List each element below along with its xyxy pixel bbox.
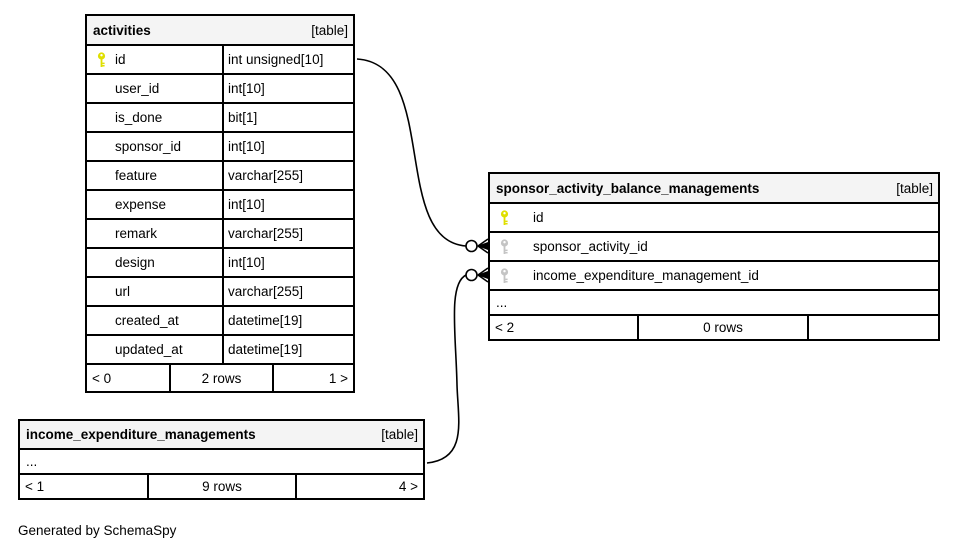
crowsfoot-prong — [477, 245, 489, 254]
hidden-columns-ellipsis: ... — [20, 448, 423, 473]
footer-prev-count: < 0 — [92, 370, 112, 386]
hidden-columns-ellipsis: ... — [490, 289, 938, 314]
column-name: created_at — [115, 313, 179, 328]
fk-curve — [356, 58, 467, 247]
column-name-cell: remark — [87, 220, 222, 247]
crowsfoot-prong — [477, 267, 489, 276]
table-type-tag: [table] — [381, 427, 418, 442]
column-name: feature — [115, 168, 158, 183]
table-title: sponsor_activity_balance_managements — [496, 180, 760, 196]
column-name: expense — [115, 197, 167, 212]
crowsfoot-prong — [477, 238, 489, 247]
column-row-income-expenditure-management-id: income_expenditure_management_id — [490, 260, 938, 289]
column-name-cell: url — [87, 278, 222, 305]
table-header-iem[interactable]: income_expenditure_managements [table] — [20, 421, 423, 448]
column-name-cell: design — [87, 249, 222, 276]
footer-row-count: 9 rows — [147, 475, 295, 498]
column-name-cell: sponsor_id — [87, 133, 222, 160]
footer-next-count — [807, 316, 938, 339]
primary-key-icon — [96, 51, 108, 68]
column-name: sponsor_activity_id — [533, 239, 648, 254]
column-type: varchar[255] — [222, 278, 353, 305]
cardinality-circle-icon — [465, 239, 478, 253]
column-name-cell: created_at — [87, 307, 222, 334]
column-type: datetime[19] — [222, 336, 353, 363]
column-row-sponsor-id: sponsor_id int[10] — [87, 131, 353, 160]
column-name: updated_at — [115, 342, 183, 357]
column-name: id — [115, 52, 126, 67]
footer-row-count: 0 rows — [637, 316, 807, 339]
column-row-id: id int unsigned[10] — [87, 44, 353, 73]
column-type: bit[1] — [222, 104, 353, 131]
column-type: varchar[255] — [222, 220, 353, 247]
column-name-cell: updated_at — [87, 336, 222, 363]
table-footer: < 0 2 rows 1 > — [87, 363, 353, 391]
table-type-tag: [table] — [311, 22, 348, 38]
column-name-cell: sponsor_activity_id — [490, 233, 938, 260]
footer-row-count: 2 rows — [169, 365, 272, 391]
column-row-id: id — [490, 202, 938, 231]
column-name-cell: feature — [87, 162, 222, 189]
table-title: activities — [93, 22, 151, 38]
column-name: remark — [115, 226, 158, 241]
table-income-expenditure-managements: income_expenditure_managements [table] .… — [18, 419, 425, 500]
cardinality-circle-icon — [465, 268, 478, 282]
crowsfoot-prong — [477, 274, 489, 283]
crowsfoot-arrow-icon — [477, 242, 488, 250]
column-type: int[10] — [222, 133, 353, 160]
foreign-key-icon — [499, 267, 511, 284]
column-name: url — [115, 284, 131, 299]
foreign-key-icon — [499, 238, 511, 255]
generator-note: Generated by SchemaSpy — [18, 523, 177, 538]
column-row-created-at: created_at datetime[19] — [87, 305, 353, 334]
table-footer: < 1 9 rows 4 > — [20, 473, 423, 498]
table-activities: activities [table] id int unsigned[10] u… — [85, 14, 355, 393]
column-type: varchar[255] — [222, 162, 353, 189]
primary-key-icon — [499, 209, 511, 226]
footer-prev-count: < 2 — [495, 320, 515, 335]
table-type-tag: [table] — [896, 180, 933, 196]
column-type: int unsigned[10] — [222, 46, 353, 73]
column-name: user_id — [115, 81, 160, 96]
column-row-updated-at: updated_at datetime[19] — [87, 334, 353, 363]
column-name: sponsor_id — [115, 139, 182, 154]
column-name-cell: expense — [87, 191, 222, 218]
column-row-user-id: user_id int[10] — [87, 73, 353, 102]
column-row-is-done: is_done bit[1] — [87, 102, 353, 131]
column-name: income_expenditure_management_id — [533, 268, 759, 283]
column-row-sponsor-activity-id: sponsor_activity_id — [490, 231, 938, 260]
column-name: design — [115, 255, 155, 270]
column-name-cell: id — [87, 46, 222, 73]
table-footer: < 2 0 rows — [490, 314, 938, 339]
column-name-cell: id — [490, 204, 938, 231]
fk-connector-iem-to-sabm — [426, 267, 489, 464]
column-row-expense: expense int[10] — [87, 189, 353, 218]
column-row-design: design int[10] — [87, 247, 353, 276]
column-name: id — [533, 210, 544, 225]
column-type: int[10] — [222, 249, 353, 276]
footer-prev-count: < 1 — [25, 479, 45, 494]
fk-connector-activities-to-sabm — [356, 58, 489, 254]
column-name-cell: income_expenditure_management_id — [490, 262, 938, 289]
column-row-remark: remark varchar[255] — [87, 218, 353, 247]
column-type: int[10] — [222, 75, 353, 102]
column-name-cell: is_done — [87, 104, 222, 131]
fk-curve — [426, 274, 467, 464]
crowsfoot-arrow-icon — [477, 271, 488, 279]
column-name: is_done — [115, 110, 163, 125]
footer-next-count: 1 > — [272, 365, 353, 391]
footer-next-count: 4 > — [295, 475, 423, 498]
column-row-url: url varchar[255] — [87, 276, 353, 305]
column-type: datetime[19] — [222, 307, 353, 334]
table-header-activities[interactable]: activities [table] — [87, 16, 353, 44]
table-title: income_expenditure_managements — [26, 427, 256, 442]
column-name-cell: user_id — [87, 75, 222, 102]
table-sponsor-activity-balance-managements: sponsor_activity_balance_managements [ta… — [488, 172, 940, 341]
column-row-feature: feature varchar[255] — [87, 160, 353, 189]
column-type: int[10] — [222, 191, 353, 218]
table-header-sabm[interactable]: sponsor_activity_balance_managements [ta… — [490, 174, 938, 202]
